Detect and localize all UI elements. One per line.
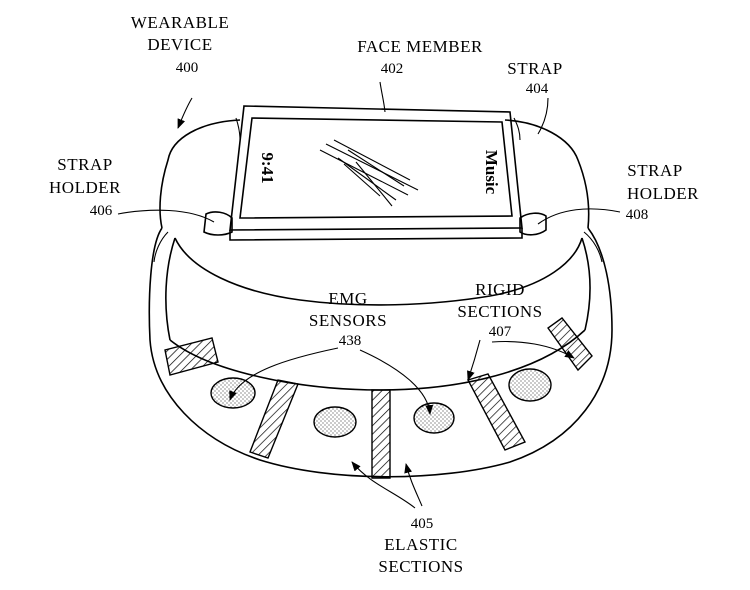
label-emg-sensors: EMG SENSORS 438 <box>309 289 387 349</box>
svg-text:ELASTIC: ELASTIC <box>384 535 457 554</box>
svg-text:WEARABLE: WEARABLE <box>131 13 229 32</box>
svg-text:SECTIONS: SECTIONS <box>457 302 542 321</box>
svg-text:RIGID: RIGID <box>475 280 525 299</box>
svg-text:STRAP: STRAP <box>57 155 112 174</box>
svg-text:404: 404 <box>526 81 549 97</box>
label-elastic-sections: 405 ELASTIC SECTIONS <box>378 516 463 576</box>
rigid-sections <box>164 317 593 479</box>
svg-text:408: 408 <box>626 207 649 223</box>
svg-text:FACE MEMBER: FACE MEMBER <box>357 37 483 56</box>
svg-text:438: 438 <box>339 333 362 349</box>
svg-text:SECTIONS: SECTIONS <box>378 557 463 576</box>
emg-sensor <box>313 406 357 438</box>
label-face-member: FACE MEMBER 402 <box>357 37 483 77</box>
strap-holder-left-shape <box>203 117 241 236</box>
svg-text:407: 407 <box>489 324 512 340</box>
svg-text:402: 402 <box>381 61 404 77</box>
svg-text:DEVICE: DEVICE <box>147 35 212 54</box>
svg-text:STRAP: STRAP <box>507 59 562 78</box>
svg-text:HOLDER: HOLDER <box>49 178 121 197</box>
rigid-section <box>249 379 299 459</box>
label-strap-holder-right: STRAP HOLDER 408 <box>626 161 699 223</box>
leader-lines <box>117 81 621 509</box>
label-rigid-sections: RIGID SECTIONS 407 <box>457 280 542 340</box>
svg-text:405: 405 <box>411 516 434 532</box>
svg-text:STRAP: STRAP <box>627 161 682 180</box>
label-strap: STRAP 404 <box>507 59 562 97</box>
emg-sensor <box>413 402 455 434</box>
screen-time: 9:41 <box>258 152 277 183</box>
label-strap-holder-left: STRAP HOLDER 406 <box>49 155 121 219</box>
svg-text:400: 400 <box>176 60 199 76</box>
svg-text:406: 406 <box>90 203 113 219</box>
screen-glare <box>319 139 419 207</box>
strap-holder-right-shape <box>513 117 547 236</box>
rigid-section <box>371 389 391 479</box>
svg-text:EMG: EMG <box>328 289 367 308</box>
face-member: 9:41 Music <box>229 105 523 241</box>
svg-text:HOLDER: HOLDER <box>627 184 699 203</box>
rigid-section <box>164 337 219 376</box>
emg-sensor <box>508 368 552 402</box>
svg-text:SENSORS: SENSORS <box>309 311 387 330</box>
label-wearable-device: WEARABLE DEVICE 400 <box>131 13 229 76</box>
rigid-section <box>466 373 526 451</box>
screen-app: Music <box>482 150 501 195</box>
